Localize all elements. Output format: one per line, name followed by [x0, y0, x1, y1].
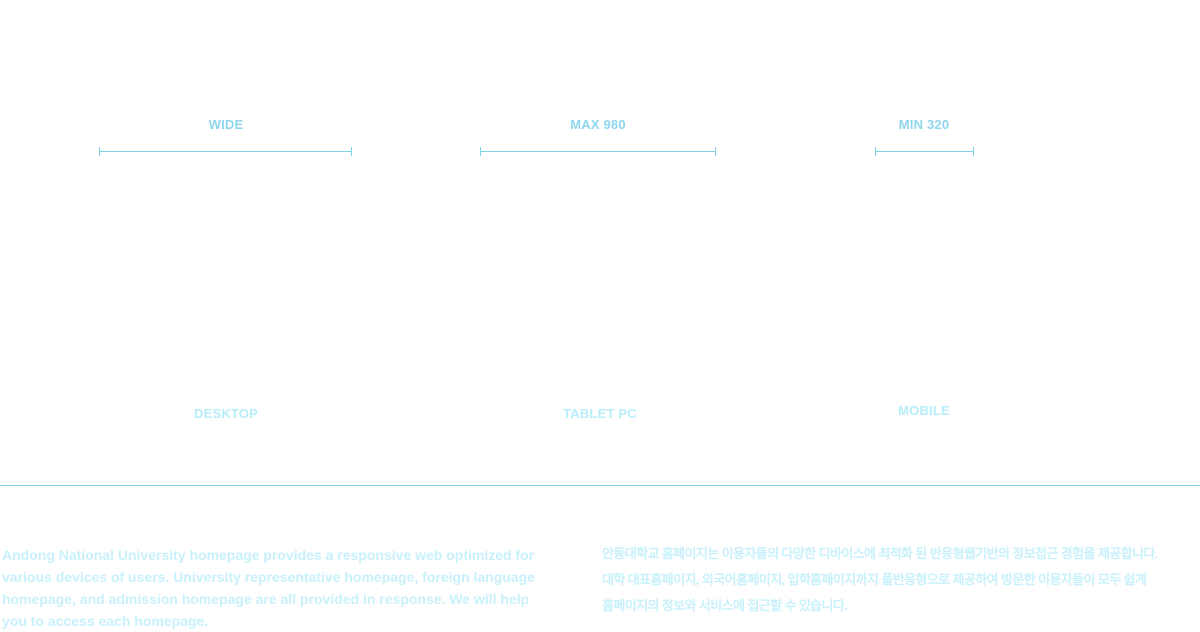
indicator-tick-left	[480, 147, 481, 156]
width-label-wide: WIDE	[208, 117, 244, 132]
indicator-tick-right	[715, 147, 716, 156]
device-label-desktop: DESKTOP	[193, 406, 258, 421]
description-english: Andong National University homepage prov…	[2, 547, 535, 629]
indicator-line	[99, 151, 352, 152]
width-label-max-980: MAX 980	[570, 117, 626, 132]
device-label-tablet-pc: TABLET PC	[563, 406, 637, 421]
description-korean: 안동대학교 홈페이지는 이용자들의 다양한 디바이스에 최적화 된 반응형웹기반…	[602, 546, 1158, 613]
section-divider	[0, 485, 1200, 486]
indicator-line	[480, 151, 716, 152]
width-indicator-min-320	[875, 147, 974, 156]
indicator-tick-right	[351, 147, 352, 156]
indicator-tick-left	[99, 147, 100, 156]
width-indicator-max-980	[480, 147, 716, 156]
indicator-line	[875, 151, 974, 152]
device-label-mobile: MOBILE	[898, 403, 950, 418]
indicator-tick-left	[875, 147, 876, 156]
width-label-min-320: MIN 320	[898, 117, 950, 132]
indicator-tick-right	[973, 147, 974, 156]
width-indicator-wide	[99, 147, 352, 156]
